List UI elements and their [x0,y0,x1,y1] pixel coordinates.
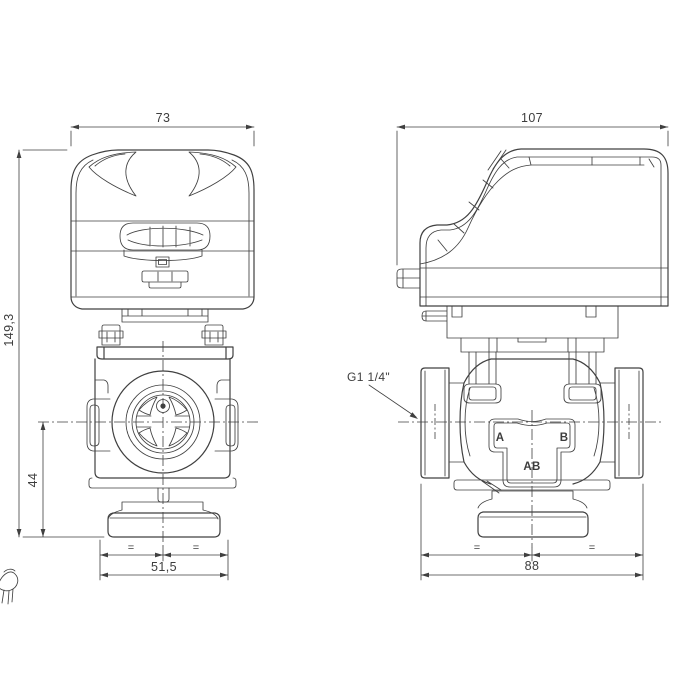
bottom-nut-side [477,511,589,538]
port-flange-left-face-lines [424,369,446,477]
equal-mark-front-left: = [128,542,134,554]
arrow [16,529,22,537]
dim-label-front-width: 73 [156,111,171,125]
dim-label-front-height: 149,3 [2,313,16,346]
mounting-boss-left-side [463,351,502,404]
arrow [71,124,79,130]
arrow [155,552,163,558]
port-flange-right-face-lines [618,369,640,477]
arrow [532,552,540,558]
actuator-coupling-side [421,305,619,404]
slider-tab [141,270,189,289]
front-dimensions: 73 149,3 44 = = 51,5 [2,111,255,581]
bottom-funnel-side [477,490,588,509]
arrow [397,124,405,130]
mounting-boss-right-side [563,351,602,404]
port-b-label: B [560,432,569,444]
arrow [220,552,228,558]
arrow [246,124,254,130]
arrow [40,422,46,430]
indicator-window [155,256,170,268]
valve-front-shoulder-notches [94,379,231,394]
actuator-front-contours [70,159,255,298]
arrow [421,552,429,558]
actuator-coupling-front [96,308,234,360]
arrow [100,572,108,578]
actuator-front-outline [70,149,255,310]
dim-label-side-width: 107 [521,111,543,125]
mounting-bolt-left-front [98,324,124,346]
arrow [16,150,22,158]
coupling-plate-side [421,305,619,339]
port-a-label: A [496,432,505,444]
valve-wing-right [214,398,239,452]
side-view: A B AB 107 G1 1/4" = = [347,111,669,581]
cable-gland [396,268,421,289]
actuator-front [70,149,255,310]
dim-label-port-axis-height: 44 [26,473,40,488]
actuator-top-swoosh-left [88,151,137,197]
valve-top-plate-front [96,346,234,360]
port-flange-right [614,367,644,479]
bottom-nut-front [107,512,221,538]
valve-body-side: A B AB [398,358,664,548]
equal-mark-side-left: = [474,542,480,554]
actuator-side-base-seams [419,267,669,298]
leader-arrow [409,412,418,419]
corner-artifact [0,568,19,605]
arrow [421,572,429,578]
front-dim-lines [18,126,255,581]
valve-bottom-lip-front [88,477,237,489]
arrow [635,572,643,578]
valve-front-outline [94,358,231,479]
corner-artifact-lines [0,568,19,605]
valve-wing-left [86,398,111,452]
valve-body-front [38,341,258,547]
dim-label-front-bottom-width: 51,5 [151,560,177,574]
port-necks [448,382,616,463]
arrow [524,552,532,558]
bottom-stem-front [157,487,170,503]
arrow [163,552,171,558]
actuator-side-panel-seams [437,149,655,252]
arrow [40,529,46,537]
actuator-top-swoosh-right [188,151,237,197]
port-flange-left [420,367,450,479]
arrow [220,572,228,578]
actuator-side-outline [419,148,669,307]
valve-bottom-lip-side [453,479,611,491]
actuator-side [396,148,669,307]
flange-center-marks [434,404,630,441]
coupling-crossbar-side [460,337,605,353]
thread-size-label: G1 1/4" [347,370,390,384]
front-view: 73 149,3 44 = = 51,5 [2,111,258,581]
manual-knob-front [119,222,211,261]
equal-mark-side-right: = [589,542,595,554]
dim-label-side-bottom-width: 88 [525,559,540,573]
arrow [660,124,668,130]
side-dimensions: 107 G1 1/4" = = 88 [347,111,669,581]
equal-mark-front-right: = [193,542,199,554]
mounting-bolt-right-front [201,324,227,346]
actuator-side-contours [419,156,662,307]
arrow [100,552,108,558]
rotor-spokes [136,396,190,447]
arrow [635,552,643,558]
coupling-adapter-front [121,308,209,323]
